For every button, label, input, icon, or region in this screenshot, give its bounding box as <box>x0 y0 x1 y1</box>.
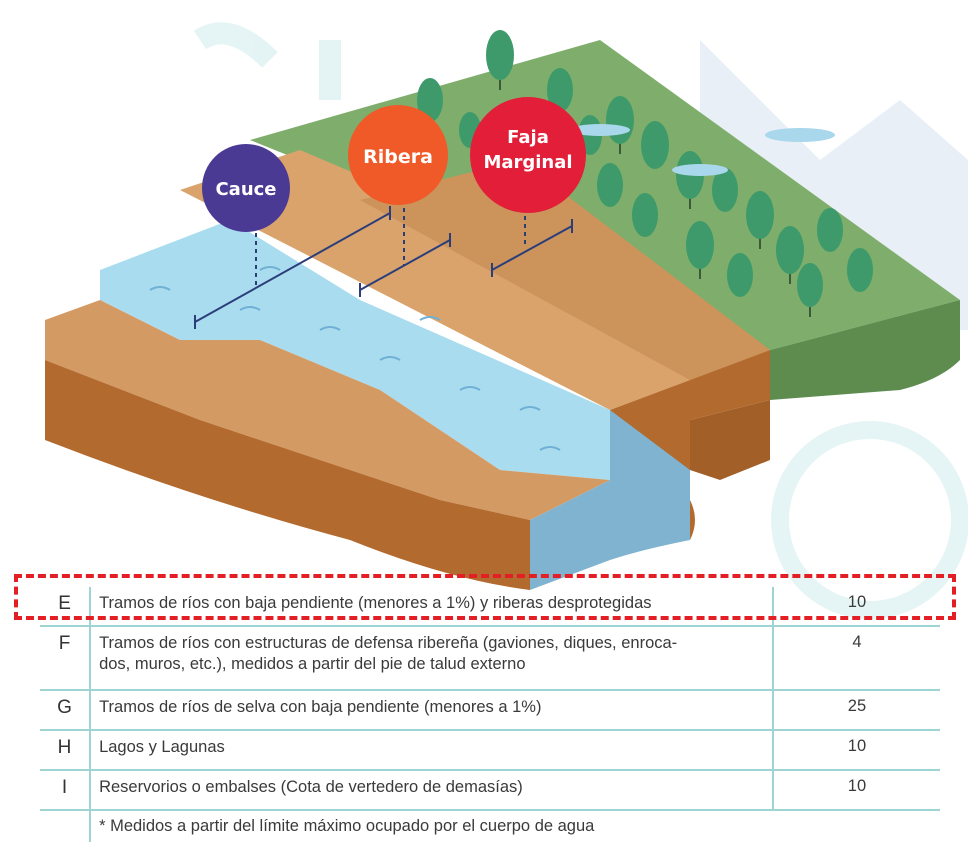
table-row: E Tramos de ríos con baja pendiente (men… <box>40 587 940 627</box>
table-row: I Reservorios o embalses (Cota de verted… <box>40 770 940 811</box>
row-description: Tramos de ríos con estructuras de defens… <box>89 626 773 691</box>
faja-label-line2: Marginal <box>483 152 572 173</box>
faja-marginal-label: Faja Marginal <box>470 97 586 213</box>
row-value: 10 <box>771 587 940 627</box>
footnote-row: * Medidos a partir del límite máximo ocu… <box>40 810 940 842</box>
river-zones-illustration: Cauce Ribera Faja Marginal <box>45 22 968 619</box>
river-channel <box>100 220 690 590</box>
row-description-line1: Tramos de ríos con estructuras de defens… <box>99 634 678 652</box>
table-row: G Tramos de ríos de selva con baja pendi… <box>40 690 940 731</box>
cauce-label-text: Cauce <box>215 179 276 200</box>
faja-label-line1: Faja <box>507 127 549 148</box>
row-code: E <box>40 587 91 627</box>
distances-table: E Tramos de ríos con baja pendiente (men… <box>40 587 940 842</box>
tree-trunks <box>499 80 811 317</box>
trees <box>417 30 873 307</box>
clouds <box>570 124 835 176</box>
row-code: I <box>40 770 91 811</box>
ribera-label-text: Ribera <box>363 146 433 168</box>
table-row: F Tramos de ríos con estructuras de defe… <box>40 626 940 691</box>
row-value: 10 <box>771 730 940 771</box>
table-row: H Lagos y Lagunas 10 <box>40 730 940 771</box>
row-description: Tramos de ríos de selva con baja pendien… <box>89 690 773 731</box>
ribera-label: Ribera <box>348 105 448 205</box>
row-value: 25 <box>771 690 940 731</box>
row-code: H <box>40 730 91 771</box>
row-description-line2: dos, muros, etc.), medidos a partir del … <box>99 655 526 673</box>
row-description: Tramos de ríos con baja pendiente (menor… <box>89 587 773 627</box>
cauce-label: Cauce <box>202 144 290 232</box>
row-description: Reservorios o embalses (Cota de verteder… <box>89 770 773 811</box>
row-description: Lagos y Lagunas <box>89 730 773 771</box>
near-bank <box>45 300 610 590</box>
row-code: F <box>40 626 91 691</box>
row-value: 4 <box>771 626 940 691</box>
row-code: G <box>40 690 91 731</box>
footnote: * Medidos a partir del límite máximo ocu… <box>89 810 940 842</box>
row-e-highlight-box <box>14 574 956 620</box>
row-value: 10 <box>771 770 940 811</box>
